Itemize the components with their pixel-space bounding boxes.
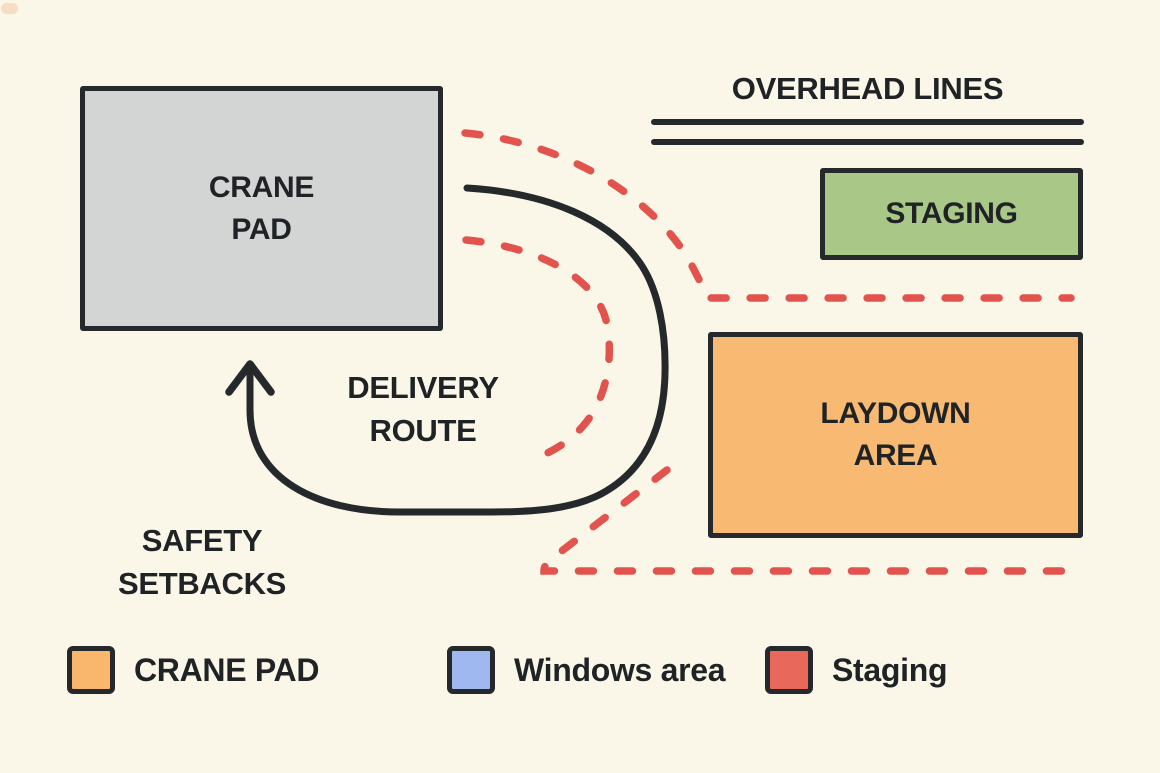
crane-pad-area: CRANE PAD — [80, 86, 443, 331]
staging-area: STAGING — [820, 168, 1083, 260]
legend-swatch-staging — [765, 646, 813, 694]
legend-label-crane-pad: CRANE PAD — [134, 652, 320, 688]
arrow-up-icon — [225, 360, 275, 396]
laydown-area: LAYDOWN AREA — [708, 332, 1083, 538]
legend-label-windows-area: Windows area — [514, 652, 726, 688]
safety-setback-lower-dashed — [540, 466, 1083, 575]
crane-pad-label: CRANE PAD — [208, 170, 315, 246]
legend-swatch-windows-area — [447, 646, 495, 694]
legend-swatch-crane-pad — [67, 646, 115, 694]
delivery-route-label: DELIVERY ROUTE — [347, 370, 499, 449]
legend-item-staging: Staging — [765, 646, 948, 694]
safety-setback-inner-dashed — [462, 236, 614, 460]
legend-item-crane-pad: CRANE PAD — [67, 646, 319, 694]
laydown-area-label: LAYDOWN AREA — [820, 397, 971, 472]
delivery-route-path — [246, 184, 669, 516]
staging-label: STAGING — [885, 197, 1018, 230]
safety-setbacks-label: SAFETY SETBACKS — [117, 523, 287, 602]
overhead-lines-label: OVERHEAD LINES — [731, 71, 1004, 106]
legend-label-staging: Staging — [832, 652, 948, 688]
corner-artifact — [1, 3, 18, 14]
legend-item-windows-area: Windows area — [447, 646, 726, 694]
